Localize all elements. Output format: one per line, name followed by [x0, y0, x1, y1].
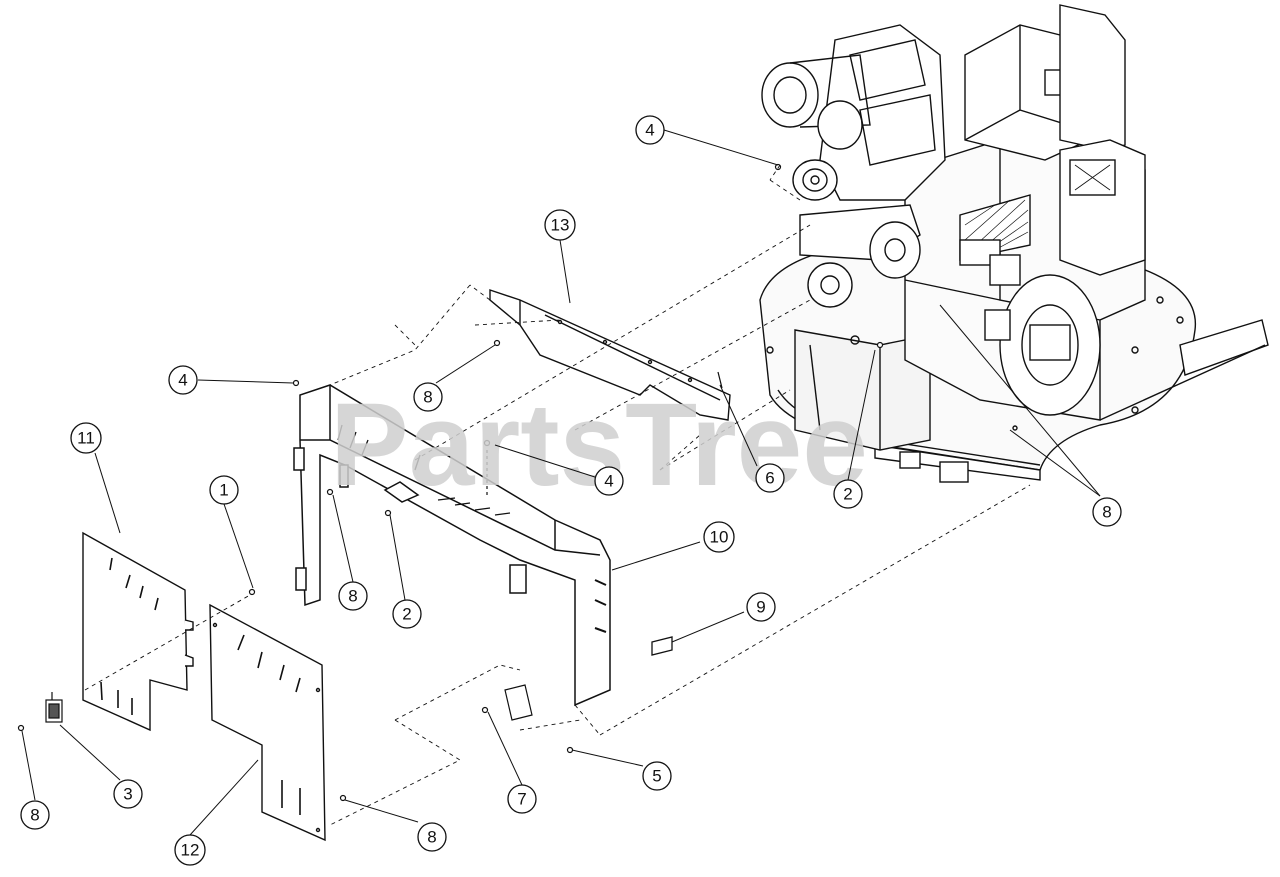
callout-8: 8 — [20, 800, 50, 830]
machine-assembly — [759, 4, 1269, 483]
callouts: 1 2 2 3 4 4 4 5 6 7 8 8 8 8 8 9 10 11 12… — [20, 115, 1122, 866]
svg-text:7: 7 — [517, 790, 526, 809]
callout-3: 3 — [113, 779, 143, 809]
callout-5: 5 — [642, 761, 672, 791]
svg-text:11: 11 — [77, 429, 95, 448]
svg-text:6: 6 — [765, 469, 774, 488]
callout-8: 8 — [417, 822, 447, 852]
svg-text:4: 4 — [645, 121, 654, 140]
callout-10: 10 — [703, 521, 735, 553]
callout-1: 1 — [209, 475, 239, 505]
callout-11: 11 — [70, 422, 102, 454]
callout-2: 2 — [392, 599, 422, 629]
svg-text:10: 10 — [710, 528, 729, 547]
svg-text:4: 4 — [178, 371, 187, 390]
callout-9: 9 — [746, 592, 776, 622]
svg-text:9: 9 — [756, 598, 765, 617]
svg-text:8: 8 — [30, 806, 39, 825]
side-panel-12 — [209, 603, 326, 842]
assembly-lines — [84, 164, 1031, 826]
callout-8: 8 — [413, 382, 443, 412]
side-panel-11 — [82, 531, 194, 732]
svg-text:4: 4 — [604, 472, 613, 491]
svg-text:3: 3 — [123, 785, 132, 804]
svg-text:8: 8 — [427, 828, 436, 847]
svg-text:13: 13 — [551, 216, 570, 235]
callout-2: 2 — [833, 479, 863, 509]
strip-9 — [651, 636, 673, 656]
callout-6: 6 — [755, 463, 785, 493]
svg-text:2: 2 — [402, 605, 411, 624]
callout-8: 8 — [338, 581, 368, 611]
svg-text:2: 2 — [843, 485, 852, 504]
svg-text:8: 8 — [423, 388, 432, 407]
svg-text:8: 8 — [1102, 503, 1111, 522]
svg-text:1: 1 — [219, 481, 228, 500]
callout-13: 13 — [544, 209, 576, 241]
hardware — [17, 163, 884, 802]
callout-4: 4 — [168, 365, 198, 395]
leader-lines — [21, 129, 1101, 836]
callout-4: 4 — [635, 115, 665, 145]
callout-12: 12 — [174, 834, 206, 866]
svg-text:5: 5 — [652, 767, 661, 786]
svg-text:8: 8 — [348, 587, 357, 606]
callout-4: 4 — [594, 466, 624, 496]
cover-panel-10 — [293, 384, 611, 707]
callout-8: 8 — [1092, 497, 1122, 527]
svg-text:12: 12 — [181, 841, 200, 860]
callout-7: 7 — [507, 784, 537, 814]
bracket-13 — [489, 289, 731, 421]
